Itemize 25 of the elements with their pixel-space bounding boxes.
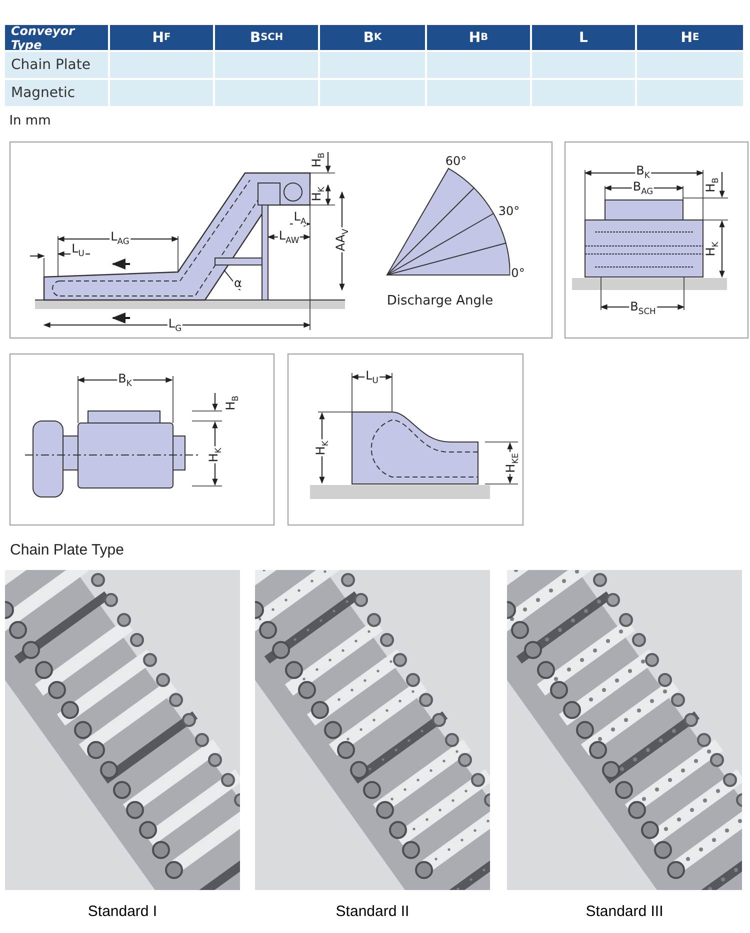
conveyor-photo bbox=[507, 570, 742, 890]
diagram-caption: Discharge Angle bbox=[386, 294, 494, 308]
photo-caption: Standard III bbox=[586, 903, 664, 920]
dimension-label: B$_{K}$ bbox=[635, 164, 651, 180]
angle-label: α bbox=[233, 277, 243, 289]
unit-note: In mm bbox=[9, 114, 51, 128]
angle-label: 30° bbox=[497, 205, 521, 217]
conveyor-photo bbox=[255, 570, 490, 890]
dimension-label: L$_{AW}$ bbox=[278, 230, 300, 244]
angle-label: 60° bbox=[444, 155, 468, 167]
dimension-label: B$_{AG}$ bbox=[632, 180, 654, 196]
dimension-label: L$_{A}$ bbox=[292, 210, 308, 226]
dimension-label: L$_{G}$ bbox=[167, 318, 183, 332]
dimension-label: L$_{U}$ bbox=[364, 370, 380, 384]
photo-caption: Standard I bbox=[88, 903, 158, 920]
dimension-label: B$_{SCH}$ bbox=[629, 300, 657, 316]
angle-label: 0° bbox=[510, 267, 526, 279]
dimension-label: B$_{K}$ bbox=[117, 372, 133, 388]
row-header: Chain Plate bbox=[5, 52, 108, 78]
column-header: L bbox=[532, 25, 635, 50]
row-header: Magnetic bbox=[5, 80, 108, 106]
conveyor-photo bbox=[5, 570, 240, 890]
photo-caption: Standard II bbox=[336, 903, 410, 920]
dimension-label: L$_{U}$ bbox=[70, 242, 86, 258]
dimension-label: L$_{AG}$ bbox=[110, 230, 130, 246]
